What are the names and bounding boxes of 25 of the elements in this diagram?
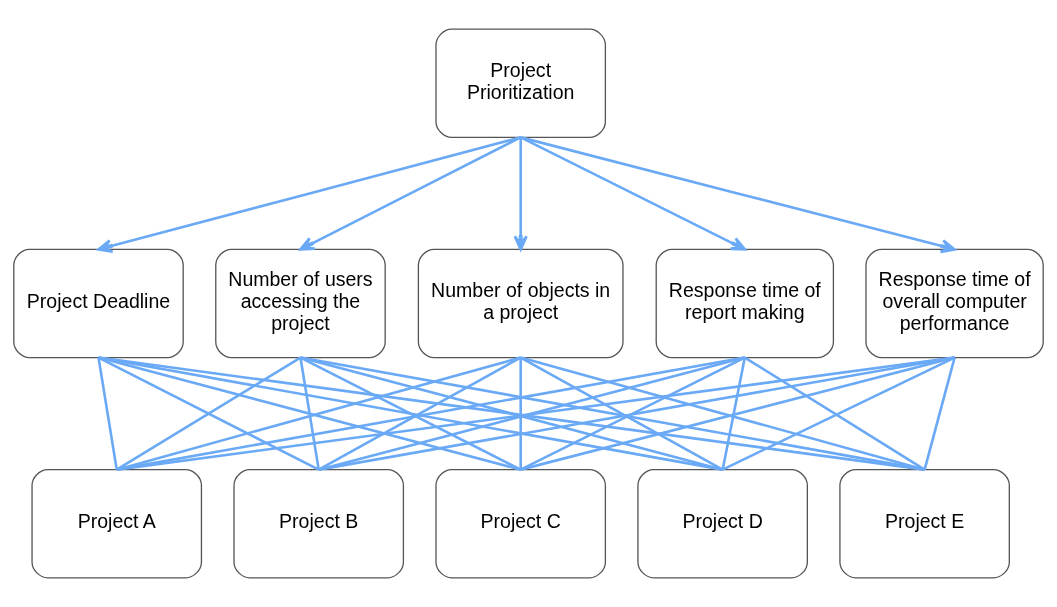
arrow [520,136,956,254]
connector [721,357,747,470]
node-box: Response time of overall computer performance [865,248,1044,359]
node-box: Project D [637,469,808,579]
connector [299,357,320,470]
node-box: Response time of report making [655,248,835,359]
connector [923,357,956,470]
connector [97,357,119,470]
node-box: Project C [435,469,607,579]
connector [722,356,956,471]
connector [744,356,926,471]
node-box: Project A [31,469,203,579]
node-box: Project E [839,469,1010,579]
arrow [513,137,528,251]
connector [519,357,522,470]
node-box: Number of objects in a project [417,248,624,359]
node-box: Project B [233,469,405,579]
connector [97,356,320,471]
arrow [299,136,522,251]
node-box: Number of users accessing the project [215,248,386,359]
arrow [97,136,521,254]
connector [116,356,302,471]
arrow [520,136,747,251]
node-box: Project Deadline [13,248,184,359]
node-box: Project Prioritization [435,28,607,138]
